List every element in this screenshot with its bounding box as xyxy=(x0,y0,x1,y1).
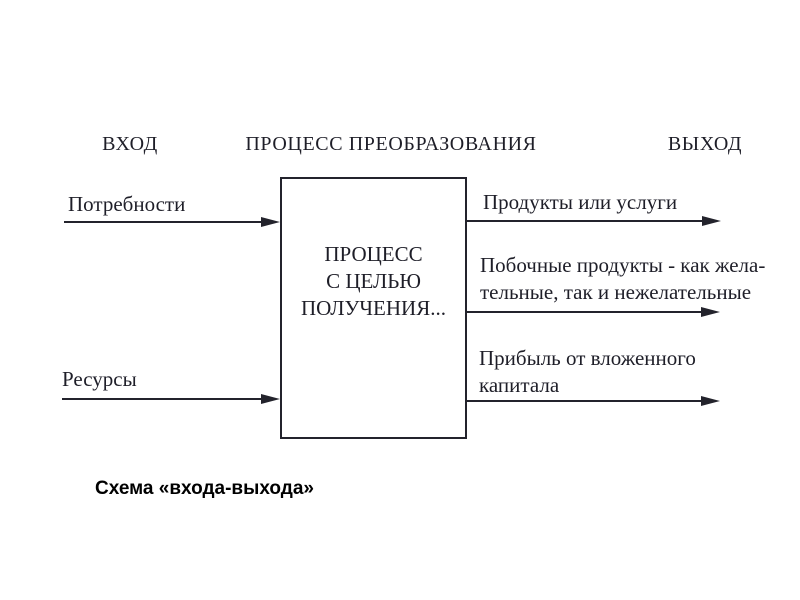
process-box-line: С ЦЕЛЬЮ xyxy=(326,269,421,293)
output-label-line: капитала xyxy=(479,373,560,397)
output-label-byproducts: Побочные продукты - как жела- тельные, т… xyxy=(480,252,765,306)
output-label-line: Побочные продукты - как жела- xyxy=(480,253,766,277)
arrow-head-icon xyxy=(701,396,720,406)
input-arrow-needs xyxy=(64,217,280,227)
input-label-needs: Потребности xyxy=(68,192,186,216)
output-label-line: тельные, так и нежелательные xyxy=(480,280,752,304)
output-label-line: Прибыль от вложенного xyxy=(479,346,696,370)
input-arrow-resources xyxy=(62,394,280,404)
output-arrow-profit xyxy=(467,396,720,406)
arrow-head-icon xyxy=(701,307,720,317)
arrow-shaft xyxy=(467,220,706,222)
arrow-shaft xyxy=(64,221,265,223)
arrow-head-icon xyxy=(702,216,721,226)
output-arrow-byproducts xyxy=(467,307,720,317)
output-arrow-products xyxy=(467,216,721,226)
arrow-shaft xyxy=(62,398,265,400)
process-box-line: ПОЛУЧЕНИЯ... xyxy=(301,296,446,320)
arrow-head-icon xyxy=(261,394,280,404)
arrow-shaft xyxy=(467,400,705,402)
process-box xyxy=(280,177,467,439)
output-label-line: Продукты или услуги xyxy=(483,190,678,214)
arrow-head-icon xyxy=(261,217,280,227)
output-label-profit: Прибыль от вложенного капитала xyxy=(479,345,696,399)
input-column-header: ВХОД xyxy=(102,133,158,155)
output-label-products: Продукты или услуги xyxy=(483,189,677,216)
arrow-shaft xyxy=(467,311,705,313)
process-box-line: ПРОЦЕСС xyxy=(324,242,423,266)
diagram-caption: Схема «входа-выхода» xyxy=(95,478,314,499)
output-column-header: ВЫХОД xyxy=(667,133,743,155)
process-box-text: ПРОЦЕСС С ЦЕЛЬЮ ПОЛУЧЕНИЯ... xyxy=(280,241,467,322)
input-label-resources: Ресурсы xyxy=(62,367,137,391)
process-column-header: ПРОЦЕСС ПРЕОБРАЗОВАНИЯ xyxy=(245,133,537,155)
